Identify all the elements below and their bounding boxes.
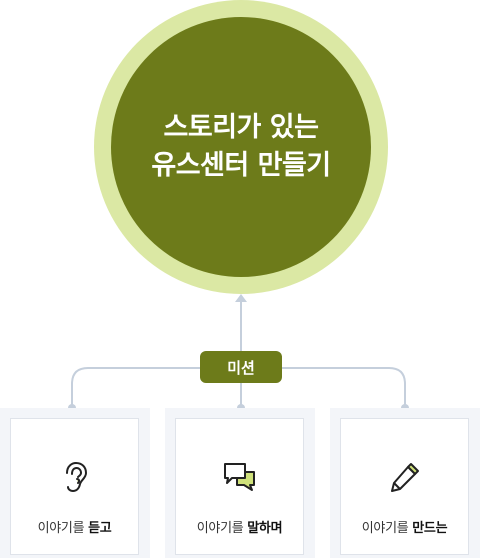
card-listen: 이야기를 듣고: [10, 418, 139, 555]
ear-icon: [65, 461, 87, 493]
pencil-icon: [390, 463, 419, 492]
connector-left-line: [71, 367, 200, 408]
connector-right-line: [282, 367, 406, 408]
goal-title-line2: 유스센터 만들기: [151, 150, 331, 181]
card-create-label: 이야기를 만드는: [361, 521, 448, 536]
arrow-head-icon: [235, 294, 247, 302]
card-speak-wrap: 이야기를 말하며: [165, 408, 315, 558]
card-speak: 이야기를 말하며: [175, 418, 304, 555]
goal-title-line1: 스토리가 있는: [163, 112, 319, 143]
card-speak-label: 이야기를 말하며: [196, 521, 283, 536]
card-create-wrap: 이야기를 만드는: [330, 408, 480, 558]
speech-bubbles-icon: [223, 463, 255, 491]
card-listen-label: 이야기를 듣고: [37, 521, 112, 536]
card-create: 이야기를 만드는: [340, 418, 469, 555]
mission-badge: 미션: [200, 351, 282, 383]
goal-circle: 스토리가 있는 유스센터 만들기: [111, 17, 371, 277]
card-listen-wrap: 이야기를 듣고: [0, 408, 150, 558]
